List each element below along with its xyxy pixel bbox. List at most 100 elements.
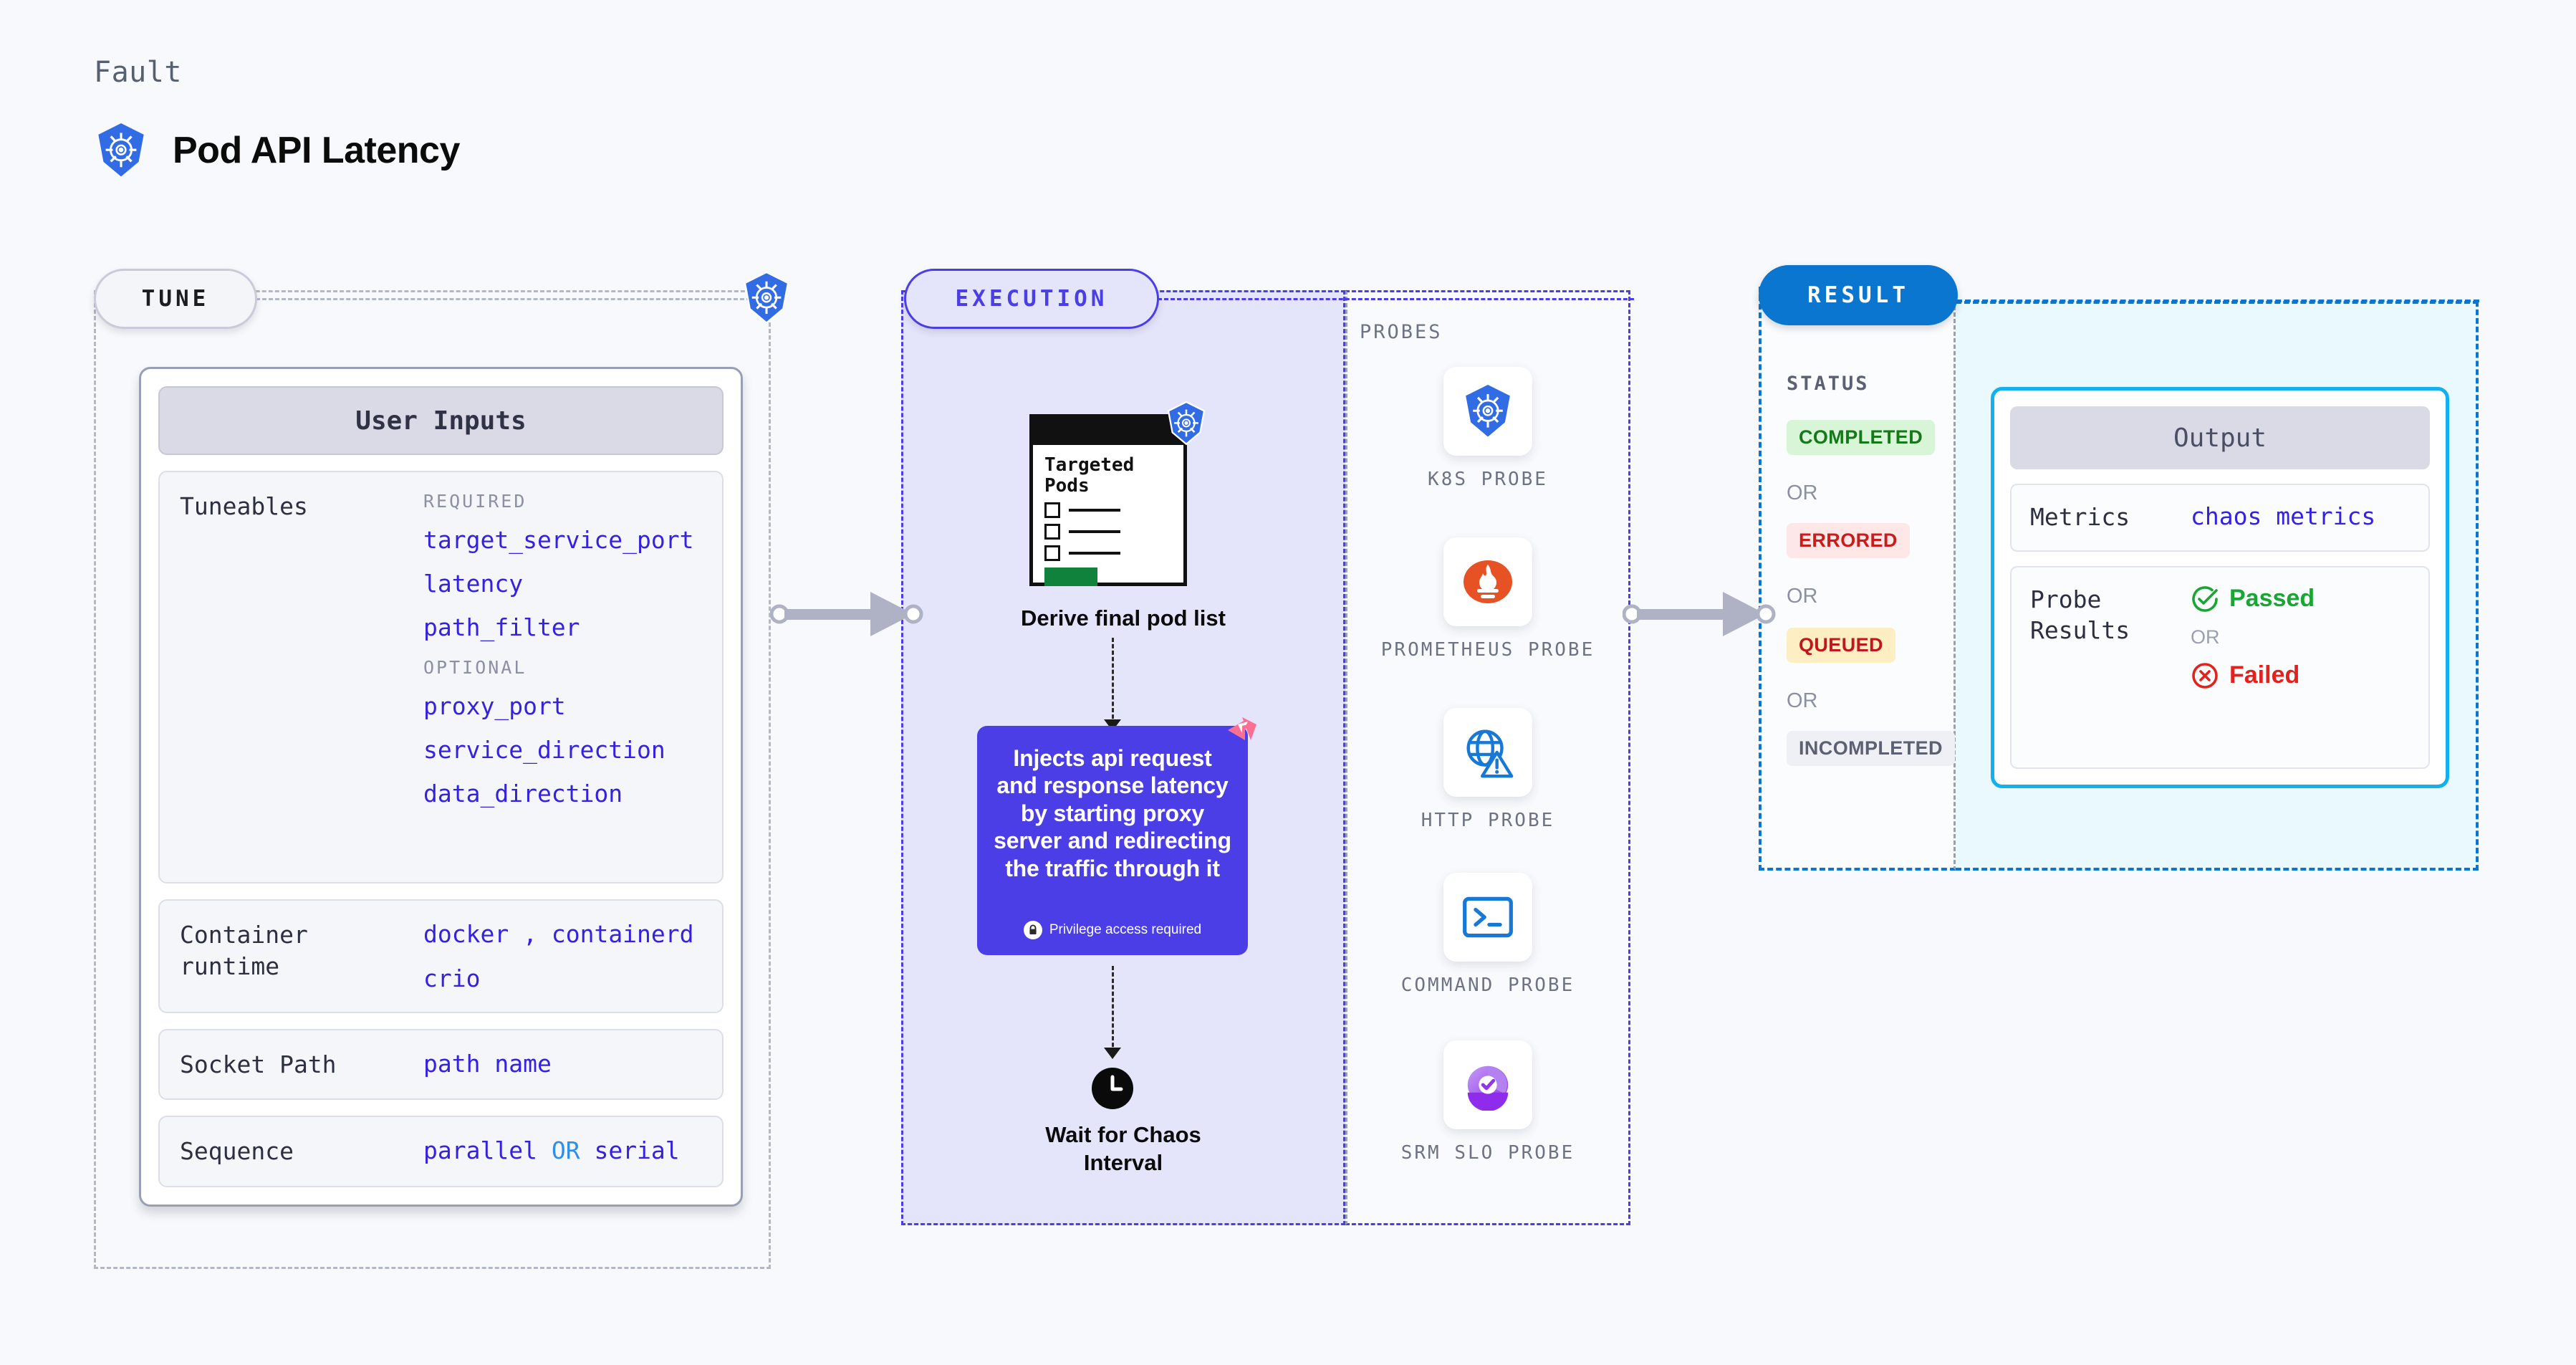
arrow-down-icon bbox=[1104, 1048, 1121, 1059]
sequence-row: Sequence parallel OR serial bbox=[158, 1116, 724, 1187]
inject-latency-text: Injects api request and response latency… bbox=[994, 745, 1231, 881]
probe-label: PROMETHEUS PROBE bbox=[1380, 639, 1595, 661]
privilege-access-note: Privilege access required bbox=[1023, 921, 1202, 944]
status-badge-queued: QUEUED bbox=[1787, 628, 1895, 663]
srm-slo-icon bbox=[1467, 1065, 1509, 1111]
flow-line-inject-to-wait bbox=[1112, 966, 1114, 1053]
clock-icon bbox=[1092, 1068, 1133, 1109]
tuneable-latency[interactable]: latency bbox=[423, 570, 524, 598]
tuneable-path-filter[interactable]: path_filter bbox=[423, 613, 580, 641]
status-badge-incompleted: INCOMPLETED bbox=[1787, 731, 1955, 766]
privilege-access-text: Privilege access required bbox=[1049, 922, 1202, 937]
placeholder-line bbox=[1069, 530, 1120, 534]
kubernetes-icon bbox=[1167, 401, 1206, 446]
container-runtime-row: Container runtime docker , containerd cr… bbox=[158, 899, 724, 1013]
metrics-label: Metrics bbox=[2030, 503, 2130, 531]
wait-for-chaos-interval-caption: Wait for Chaos Interval bbox=[901, 1121, 1345, 1177]
container-runtime-docker[interactable]: docker bbox=[423, 920, 509, 949]
status-badge-errored: ERRORED bbox=[1787, 523, 1910, 558]
http-globe-warning-icon bbox=[1466, 729, 1514, 778]
targeted-pods-titlebar bbox=[1033, 418, 1183, 445]
tuneable-target-service-port[interactable]: target_service_port bbox=[423, 526, 694, 554]
flow-line-derive-to-inject bbox=[1112, 638, 1114, 725]
user-inputs-card-title: User Inputs bbox=[158, 386, 724, 455]
kubernetes-icon bbox=[744, 271, 789, 324]
probe-prometheus[interactable]: PROMETHEUS PROBE bbox=[1345, 537, 1630, 663]
tune-section-pill[interactable]: TUNE bbox=[94, 269, 257, 329]
probe-tile bbox=[1443, 537, 1532, 626]
container-runtime-containerd[interactable]: containerd bbox=[551, 920, 694, 949]
status-or-label: OR bbox=[1787, 482, 1818, 504]
probe-tile bbox=[1443, 708, 1532, 797]
probe-srm-slo[interactable]: SRM SLO PROBE bbox=[1345, 1040, 1630, 1166]
result-section-pill[interactable]: RESULT bbox=[1759, 265, 1958, 325]
tuneables-optional-heading: OPTIONAL bbox=[423, 657, 527, 678]
kubernetes-icon bbox=[1466, 385, 1510, 437]
probe-tile bbox=[1443, 873, 1532, 962]
output-card-title: Output bbox=[2010, 406, 2430, 469]
probe-result-or-label: OR bbox=[2191, 626, 2220, 648]
output-card: Output Metrics chaos metrics Probe Resul… bbox=[1991, 387, 2449, 788]
tuneable-proxy-port[interactable]: proxy_port bbox=[423, 692, 566, 720]
flow-arrow-tune-to-execution bbox=[770, 592, 923, 636]
execution-section-pill[interactable]: EXECUTION bbox=[904, 269, 1159, 329]
container-runtime-label: Container runtime bbox=[180, 921, 308, 980]
flow-arrow-execution-to-result bbox=[1623, 592, 1776, 636]
probe-command[interactable]: COMMAND PROBE bbox=[1345, 873, 1630, 998]
sequence-label: Sequence bbox=[180, 1137, 294, 1166]
arrow-down-icon bbox=[1104, 719, 1121, 731]
checkbox-icon bbox=[1044, 524, 1060, 540]
probe-k8s[interactable]: K8S PROBE bbox=[1345, 367, 1630, 492]
x-circle-icon bbox=[2192, 663, 2218, 689]
sequence-serial[interactable]: serial bbox=[594, 1136, 680, 1165]
status-badge-completed: COMPLETED bbox=[1787, 420, 1936, 455]
targeted-pods-card: Targeted Pods bbox=[1029, 401, 1206, 587]
status-heading: STATUS bbox=[1787, 373, 1870, 395]
socket-path-value[interactable]: path name bbox=[423, 1049, 552, 1078]
sequence-or: OR bbox=[551, 1136, 580, 1165]
probe-label: K8S PROBE bbox=[1428, 469, 1548, 490]
fault-eyebrow-label: Fault bbox=[94, 56, 182, 89]
probe-http[interactable]: HTTP PROBE bbox=[1345, 708, 1630, 833]
tuneable-service-direction[interactable]: service_direction bbox=[423, 736, 665, 764]
socket-path-label: Socket Path bbox=[180, 1050, 337, 1078]
tune-connector-line bbox=[256, 298, 757, 300]
container-runtime-crio[interactable]: crio bbox=[423, 964, 481, 992]
metrics-row: Metrics chaos metrics bbox=[2010, 484, 2430, 552]
user-inputs-card: User Inputs Tuneables REQUIRED target_se… bbox=[139, 367, 743, 1207]
inject-latency-card: Injects api request and response latency… bbox=[977, 717, 1256, 955]
status-or-label: OR bbox=[1787, 689, 1818, 712]
sequence-parallel[interactable]: parallel bbox=[423, 1136, 537, 1165]
placeholder-line bbox=[1069, 552, 1120, 555]
tuneables-required-heading: REQUIRED bbox=[423, 491, 527, 512]
probe-results-row: Probe Results Passed OR Failed bbox=[2010, 565, 2430, 769]
wait-caption-line2: Interval bbox=[1083, 1149, 1163, 1175]
targeted-pods-item bbox=[1044, 524, 1172, 540]
tuneables-label: Tuneables bbox=[180, 492, 308, 520]
placeholder-line bbox=[1069, 509, 1120, 512]
probe-result-failed: Failed bbox=[2191, 661, 2315, 690]
container-runtime-separator: , bbox=[523, 920, 537, 949]
check-circle-icon bbox=[2192, 586, 2218, 612]
metrics-value[interactable]: chaos metrics bbox=[2191, 502, 2376, 530]
socket-path-row: Socket Path path name bbox=[158, 1028, 724, 1101]
tuneable-data-direction[interactable]: data_direction bbox=[423, 780, 623, 808]
tuneables-row: Tuneables REQUIRED target_service_port l… bbox=[158, 471, 724, 884]
probe-result-passed: Passed bbox=[2191, 585, 2315, 613]
wait-caption-line1: Wait for Chaos bbox=[1045, 1122, 1201, 1147]
confirm-bar bbox=[1044, 567, 1097, 587]
checkbox-icon bbox=[1044, 502, 1060, 519]
probe-tile bbox=[1443, 1040, 1532, 1129]
litmus-chaos-icon bbox=[1228, 717, 1256, 740]
result-status-panel bbox=[1759, 287, 1956, 871]
checkbox-icon bbox=[1044, 545, 1060, 562]
probe-label: HTTP PROBE bbox=[1421, 810, 1555, 831]
probes-heading: PROBES bbox=[1360, 321, 1443, 343]
page-title: Pod API Latency bbox=[173, 130, 460, 171]
targeted-pods-item bbox=[1044, 545, 1172, 562]
lock-icon bbox=[1023, 921, 1042, 939]
probe-tile bbox=[1443, 367, 1532, 456]
terminal-icon bbox=[1463, 896, 1513, 938]
probe-result-failed-label: Failed bbox=[2229, 661, 2300, 689]
